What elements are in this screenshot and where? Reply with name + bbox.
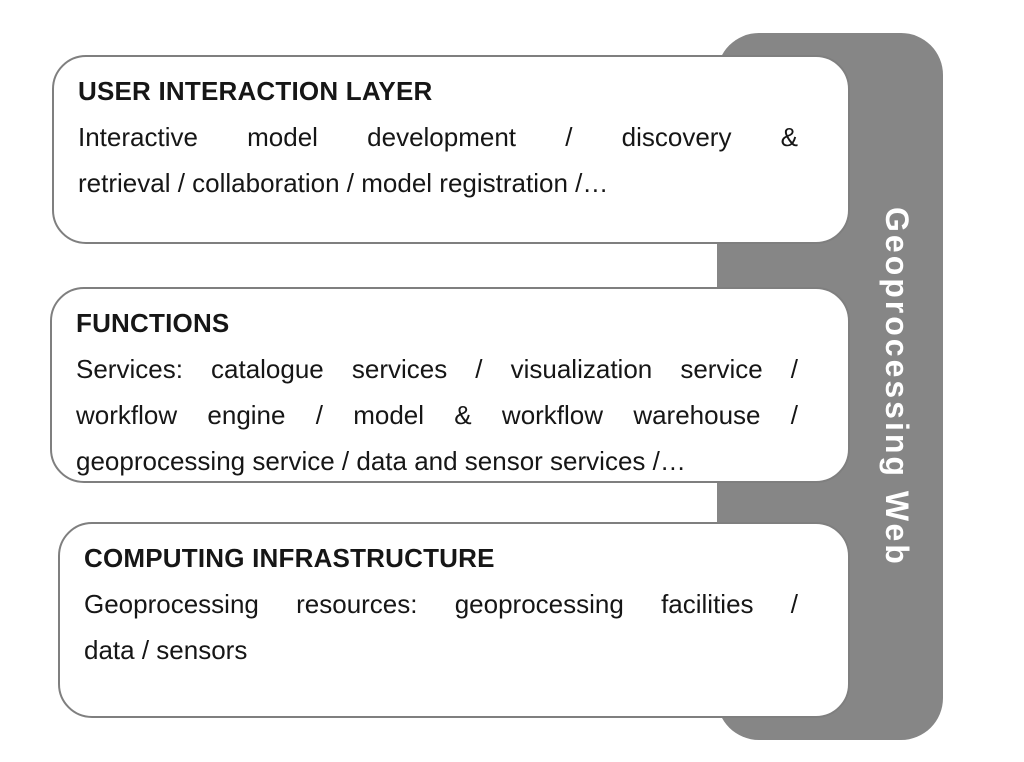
geoprocessing-web-label: Geoprocessing Web — [879, 206, 915, 567]
computing-infrastructure-line: data / sensors — [84, 635, 248, 665]
user-interaction-layer-line: retrieval / collaboration / model regist… — [78, 168, 609, 198]
user-interaction-layer-title: USER INTERACTION LAYER — [78, 76, 433, 106]
functions-line: workflow engine / model & workflow wareh… — [76, 400, 798, 430]
layer-box-computing-infrastructure: COMPUTING INFRASTRUCTURE Geoprocessing r… — [58, 522, 850, 718]
functions-line: Services: catalogue services / visualiza… — [76, 354, 798, 384]
functions-title: FUNCTIONS — [76, 308, 230, 338]
user-interaction-layer-line: Interactive model development / discover… — [78, 122, 798, 152]
layer-box-user-interaction: USER INTERACTION LAYER Interactive model… — [52, 55, 850, 244]
computing-infrastructure-line: Geoprocessing resources: geoprocessing f… — [84, 589, 798, 619]
computing-infrastructure-title: COMPUTING INFRASTRUCTURE — [84, 543, 495, 573]
functions-line: geoprocessing service / data and sensor … — [76, 446, 686, 476]
layer-box-functions: FUNCTIONS Services: catalogue services /… — [50, 287, 850, 483]
